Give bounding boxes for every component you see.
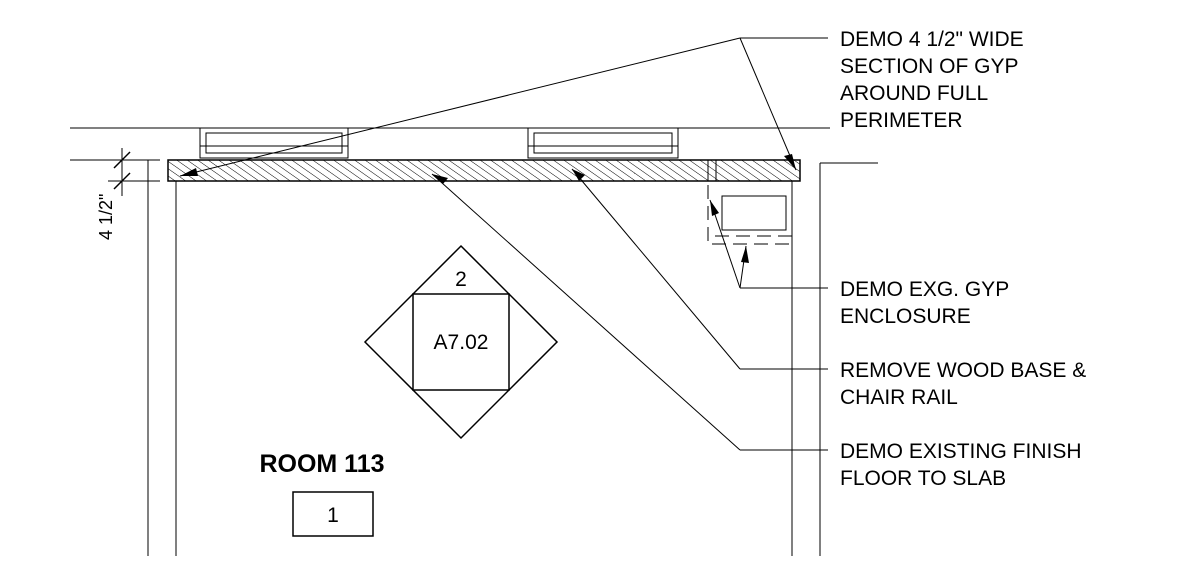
room-number: 1	[327, 504, 339, 527]
leader-lines	[179, 37, 828, 451]
note-remove-wood-base: REMOVE WOOD BASE & CHAIR RAIL	[840, 359, 1092, 409]
section-tag	[363, 244, 559, 440]
gyp-enclosure	[707, 160, 792, 245]
dimension-marker	[108, 148, 160, 196]
leader-arrowheads	[180, 154, 796, 263]
room-name: ROOM 113	[259, 450, 384, 478]
window-left	[199, 127, 349, 159]
room-number-box	[292, 491, 374, 537]
note-demo-finish-floor: DEMO EXISTING FINISH FLOOR TO SLAB	[840, 440, 1087, 490]
note-demo-gyp-enclosure: DEMO EXG. GYP ENCLOSURE	[840, 278, 1015, 328]
hatched-gyp-strip	[167, 159, 801, 182]
window-right	[527, 127, 679, 159]
section-tag-sheet: A7.02	[434, 331, 489, 354]
section-tag-number: 2	[455, 268, 467, 291]
note-demo-gyp-perimeter: DEMO 4 1/2" WIDE SECTION OF GYP AROUND F…	[840, 28, 1030, 132]
dimension-label: 4 1/2"	[96, 194, 116, 240]
